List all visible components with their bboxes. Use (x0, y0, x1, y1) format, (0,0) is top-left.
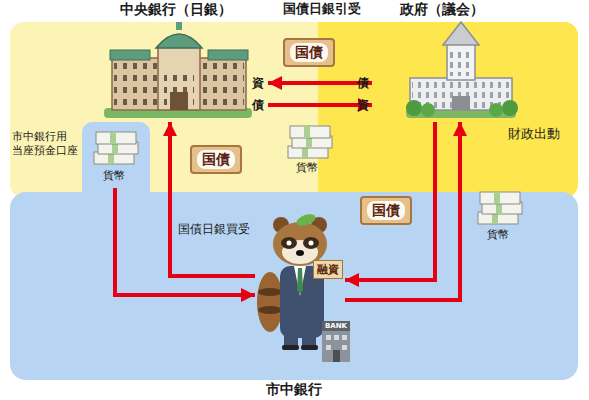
node-heading: 市中銀行 (10, 381, 578, 397)
fiscal-label: 財政出動 (508, 127, 560, 141)
bank-sign: BANK (322, 322, 350, 331)
money-stack (288, 126, 332, 158)
flow-arrow (268, 103, 372, 107)
money-label: 貨幣 (487, 228, 509, 242)
edge-label: 国債日銀買受 (176, 221, 252, 237)
commercial-bank-region: 市中銀行国債融資 (10, 192, 578, 380)
node-heading: 政府（議会） (400, 1, 484, 18)
central-bank-node: 中央銀行（日銀） (95, 0, 268, 122)
bond-label: 国債 (197, 150, 235, 169)
flow-mark: 債 (357, 76, 369, 90)
top-caption: 国債日銀引受 (283, 2, 361, 16)
flow-arrow (345, 122, 460, 300)
node-heading: 中央銀行（日銀） (120, 1, 232, 18)
flow-mark: 債 (252, 98, 264, 112)
flow-arrow (115, 188, 255, 295)
bond-label: 国債 (290, 43, 328, 62)
bond-tag: 国債 (190, 145, 242, 174)
diet-building (406, 22, 518, 118)
flow-mark: 資 (252, 76, 264, 90)
flow-arrow (345, 122, 435, 280)
node-heading: 融資 (313, 260, 343, 279)
money-label: 貨幣 (103, 169, 125, 183)
government-node: 政府（議会） (372, 0, 522, 122)
bank-ground (10, 192, 578, 380)
bond-tag: 国債 (283, 38, 335, 67)
money-stack (94, 132, 138, 164)
bond-tag: 国債 (360, 196, 412, 225)
flow-mark: 資 (357, 98, 369, 112)
node-heading: 市中銀行用 当座預金口座 (12, 130, 78, 158)
tanuki-banker (257, 212, 327, 350)
central-bank-building (104, 22, 252, 118)
money-label: 貨幣 (296, 161, 318, 175)
government-ground (330, 22, 578, 198)
money-stack (478, 192, 522, 224)
bank-icon (322, 321, 350, 362)
flow-arrow (170, 122, 255, 276)
bond-label: 国債 (367, 201, 405, 220)
flow-arrow (268, 81, 372, 85)
